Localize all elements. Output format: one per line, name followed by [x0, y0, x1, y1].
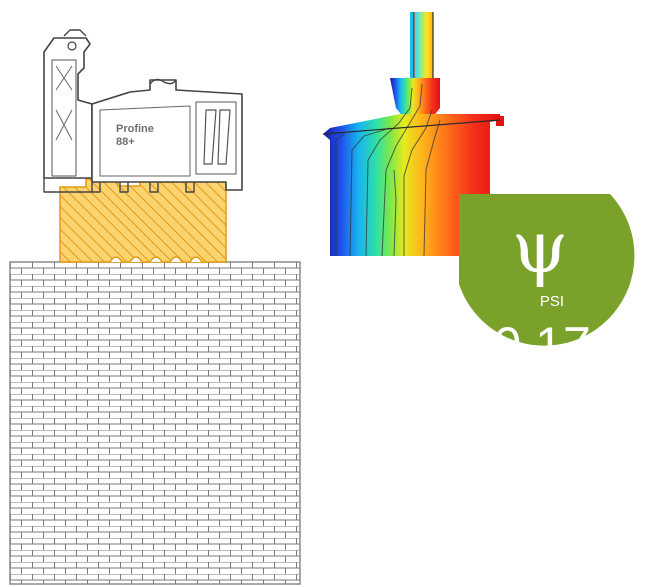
psi-symbol: ψ: [512, 205, 568, 289]
timber-sill: [59, 178, 227, 263]
psi-label: PSI: [540, 293, 564, 310]
profile-name-line1: Profine: [116, 123, 154, 135]
window-frame-profile: [43, 29, 243, 193]
brick-wall: [9, 261, 301, 585]
psi-value: 0,173: [493, 317, 618, 373]
profile-name-line2: 88+: [116, 136, 135, 148]
psi-badge: ψ PSI 0,173: [459, 194, 635, 373]
thermal-simulation: [322, 12, 504, 257]
